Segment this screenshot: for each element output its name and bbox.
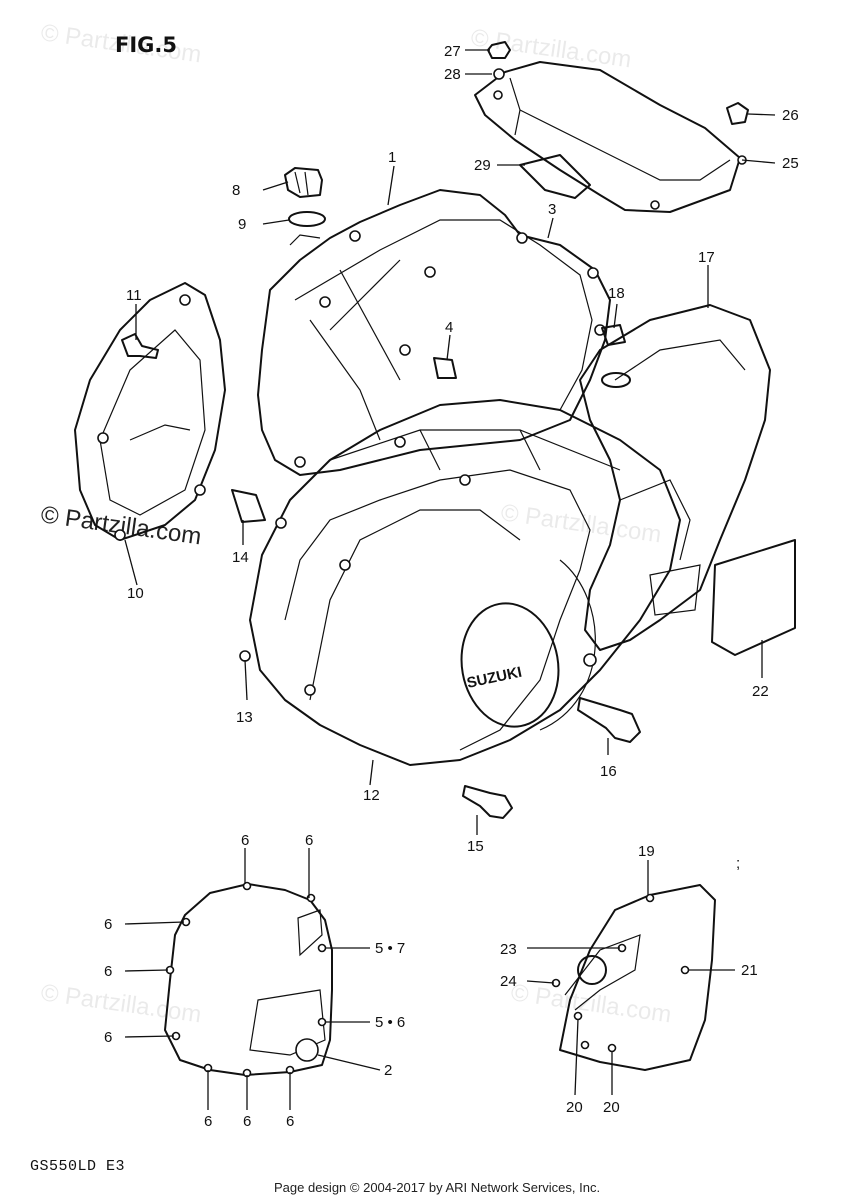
watermark: © Partzilla.com bbox=[469, 24, 633, 73]
callout-26: 26 bbox=[782, 107, 799, 124]
oil-filler-cap-part-8 bbox=[284, 167, 323, 198]
callout-15: 15 bbox=[467, 838, 484, 855]
callout-1: 1 bbox=[388, 149, 396, 166]
callout-6: 6 bbox=[104, 1029, 112, 1046]
clutch-cover-gasket-view bbox=[164, 881, 333, 1078]
callout-16: 16 bbox=[600, 763, 617, 780]
callout-5-6: 5 • 6 bbox=[375, 1014, 405, 1031]
generator-cover-part-10 bbox=[74, 282, 226, 541]
callout-6: 6 bbox=[243, 1113, 251, 1130]
leader-lines bbox=[124, 49, 776, 1110]
o-ring-part-9 bbox=[288, 211, 326, 227]
callout-13: 13 bbox=[236, 709, 253, 726]
callout-29: 29 bbox=[474, 157, 491, 174]
crankcase-cover-part-1 bbox=[257, 189, 611, 476]
callout-5-7: 5 • 7 bbox=[375, 940, 405, 957]
callout-21: 21 bbox=[741, 962, 758, 979]
callout-6: 6 bbox=[104, 916, 112, 933]
callout-20: 20 bbox=[603, 1099, 620, 1116]
watermark: © Partzilla.com bbox=[39, 501, 203, 550]
callout-6: 6 bbox=[241, 832, 249, 849]
bolt-part-11 bbox=[121, 333, 159, 359]
callout-6: 6 bbox=[104, 963, 112, 980]
stray-mark: ; bbox=[736, 855, 740, 872]
callout-9: 9 bbox=[238, 216, 246, 233]
model-code: GS550LD E3 bbox=[30, 1158, 125, 1175]
bolt-part-15 bbox=[462, 785, 513, 819]
callout-18: 18 bbox=[608, 285, 625, 302]
callout-27: 27 bbox=[444, 43, 461, 60]
callout-8: 8 bbox=[232, 182, 240, 199]
callout-28: 28 bbox=[444, 66, 461, 83]
cover-plate-part-22 bbox=[711, 539, 796, 656]
watermark: © Partzilla.com bbox=[39, 979, 203, 1028]
sprocket-cover-part-17 bbox=[579, 304, 771, 651]
callout-17: 17 bbox=[698, 249, 715, 266]
callout-20: 20 bbox=[566, 1099, 583, 1116]
clutch-cover-part-12: SUZUKI bbox=[239, 399, 681, 766]
callout-6: 6 bbox=[305, 832, 313, 849]
callout-4: 4 bbox=[445, 319, 453, 336]
bolt-part-16 bbox=[577, 697, 641, 743]
top-cover-part-25 bbox=[474, 61, 747, 213]
gasket-part-29 bbox=[519, 154, 591, 199]
watermark: © Partzilla.com bbox=[499, 499, 663, 548]
suzuki-logo: SUZUKI bbox=[465, 664, 523, 692]
callout-labels: 1 3 4 8 9 11 10 27 28 26 25 29 17 18 14 … bbox=[104, 43, 799, 1130]
dowel-part-14 bbox=[231, 489, 266, 523]
callout-25: 25 bbox=[782, 155, 799, 172]
sprocket-cover-gasket-view bbox=[551, 884, 716, 1071]
callout-19: 19 bbox=[638, 843, 655, 860]
callout-6: 6 bbox=[204, 1113, 212, 1130]
callout-6: 6 bbox=[286, 1113, 294, 1130]
callout-14: 14 bbox=[232, 549, 249, 566]
callout-2: 2 bbox=[384, 1062, 392, 1079]
callout-3: 3 bbox=[548, 201, 556, 218]
callout-23: 23 bbox=[500, 941, 517, 958]
callout-10: 10 bbox=[127, 585, 144, 602]
watermark: © Partzilla.com bbox=[509, 979, 673, 1028]
callout-11: 11 bbox=[126, 287, 142, 304]
figure-title: FIG.5 bbox=[115, 33, 177, 57]
callout-22: 22 bbox=[752, 683, 769, 700]
callout-24: 24 bbox=[500, 973, 517, 990]
dowel-part-4 bbox=[433, 357, 457, 379]
footer-copyright: Page design © 2004-2017 by ARI Network S… bbox=[274, 1180, 600, 1195]
bolt-part-26 bbox=[726, 102, 749, 125]
callout-12: 12 bbox=[363, 787, 380, 804]
